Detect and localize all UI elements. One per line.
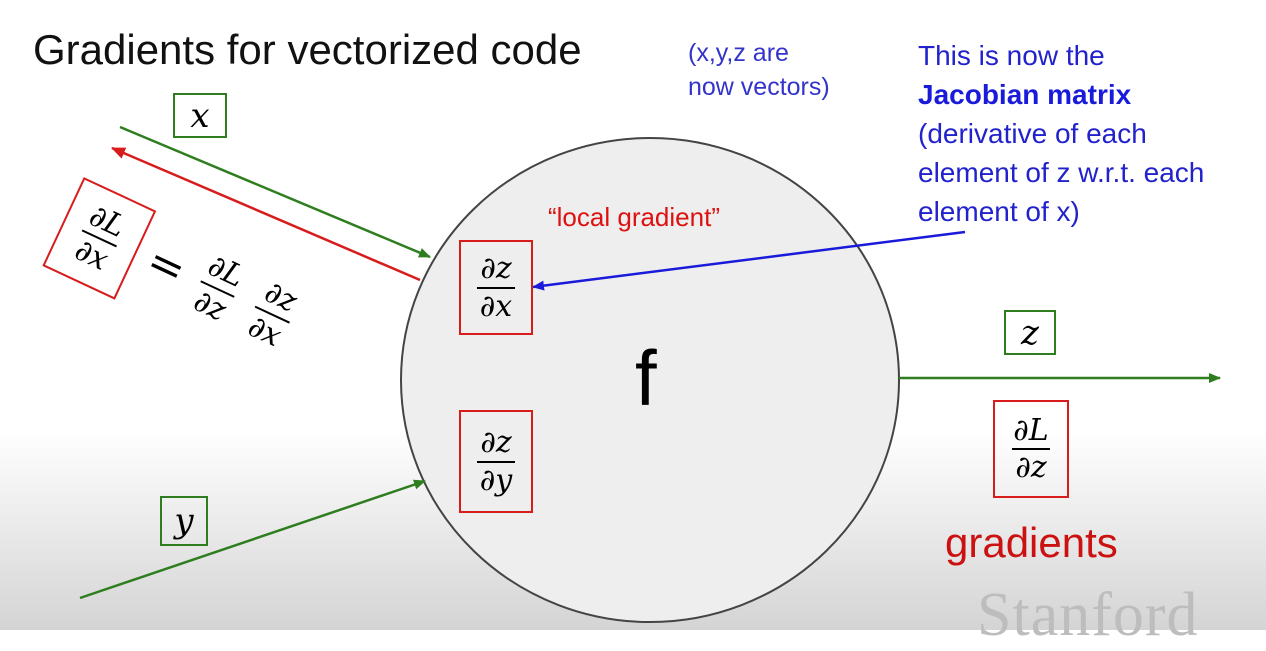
dL-dz-denominator: ∂z xyxy=(1012,448,1050,484)
input-x-symbol: x xyxy=(190,95,210,136)
jacobian-note-line: element of x) xyxy=(918,196,1080,227)
local-gradient-dz-dy: ∂z ∂y xyxy=(459,410,533,513)
input-x-arrow xyxy=(119,125,431,259)
dz-dy-numerator: ∂z xyxy=(480,425,512,460)
jacobian-note-emphasis: Jacobian matrix xyxy=(918,79,1132,110)
backprop-gradient-arrow xyxy=(111,146,421,282)
jacobian-note-line: (derivative of each xyxy=(918,118,1147,149)
slide-title: Gradients for vectorized code xyxy=(33,26,582,73)
vectors-note-line: (x,y,z are xyxy=(688,39,789,67)
output-z-label: z xyxy=(1004,310,1056,355)
gradients-label: gradients xyxy=(945,519,1118,566)
jacobian-pointer-arrow xyxy=(532,230,966,291)
vectors-note: (x,y,z are now vectors) xyxy=(688,36,830,104)
diagram-canvas xyxy=(79,125,1221,623)
input-y-arrow xyxy=(79,479,426,600)
function-node-label: f xyxy=(635,334,657,422)
dz-dx-denominator: ∂x xyxy=(476,286,516,323)
chain-rule-equals: = xyxy=(138,234,194,297)
input-y-symbol: y xyxy=(174,501,194,541)
local-gradient-dz-dx: ∂z ∂x xyxy=(459,240,533,335)
stanford-watermark: Stanford xyxy=(977,581,1199,649)
jacobian-note: This is now the Jacobian matrix (derivat… xyxy=(918,36,1204,231)
output-z-symbol: z xyxy=(1021,312,1039,353)
local-gradient-label: “local gradient” xyxy=(548,202,720,232)
jacobian-note-line: This is now the xyxy=(918,40,1105,71)
dz-dx-numerator: ∂z xyxy=(480,251,512,286)
input-x-label: x xyxy=(173,93,227,138)
upstream-gradient-dL-dz: ∂L ∂z xyxy=(993,400,1069,498)
chain-rule-term-dz-dx: ∂z ∂x xyxy=(240,275,305,354)
chain-rule-term-dL-dz: ∂L ∂z xyxy=(185,248,252,329)
function-node-circle xyxy=(400,137,900,623)
dL-dz-numerator: ∂L xyxy=(1013,412,1049,448)
jacobian-note-line: element of z w.r.t. each xyxy=(918,157,1205,188)
dz-dy-denominator: ∂y xyxy=(476,460,516,497)
input-y-label: y xyxy=(160,496,208,546)
vectors-note-line: now vectors) xyxy=(688,73,830,101)
